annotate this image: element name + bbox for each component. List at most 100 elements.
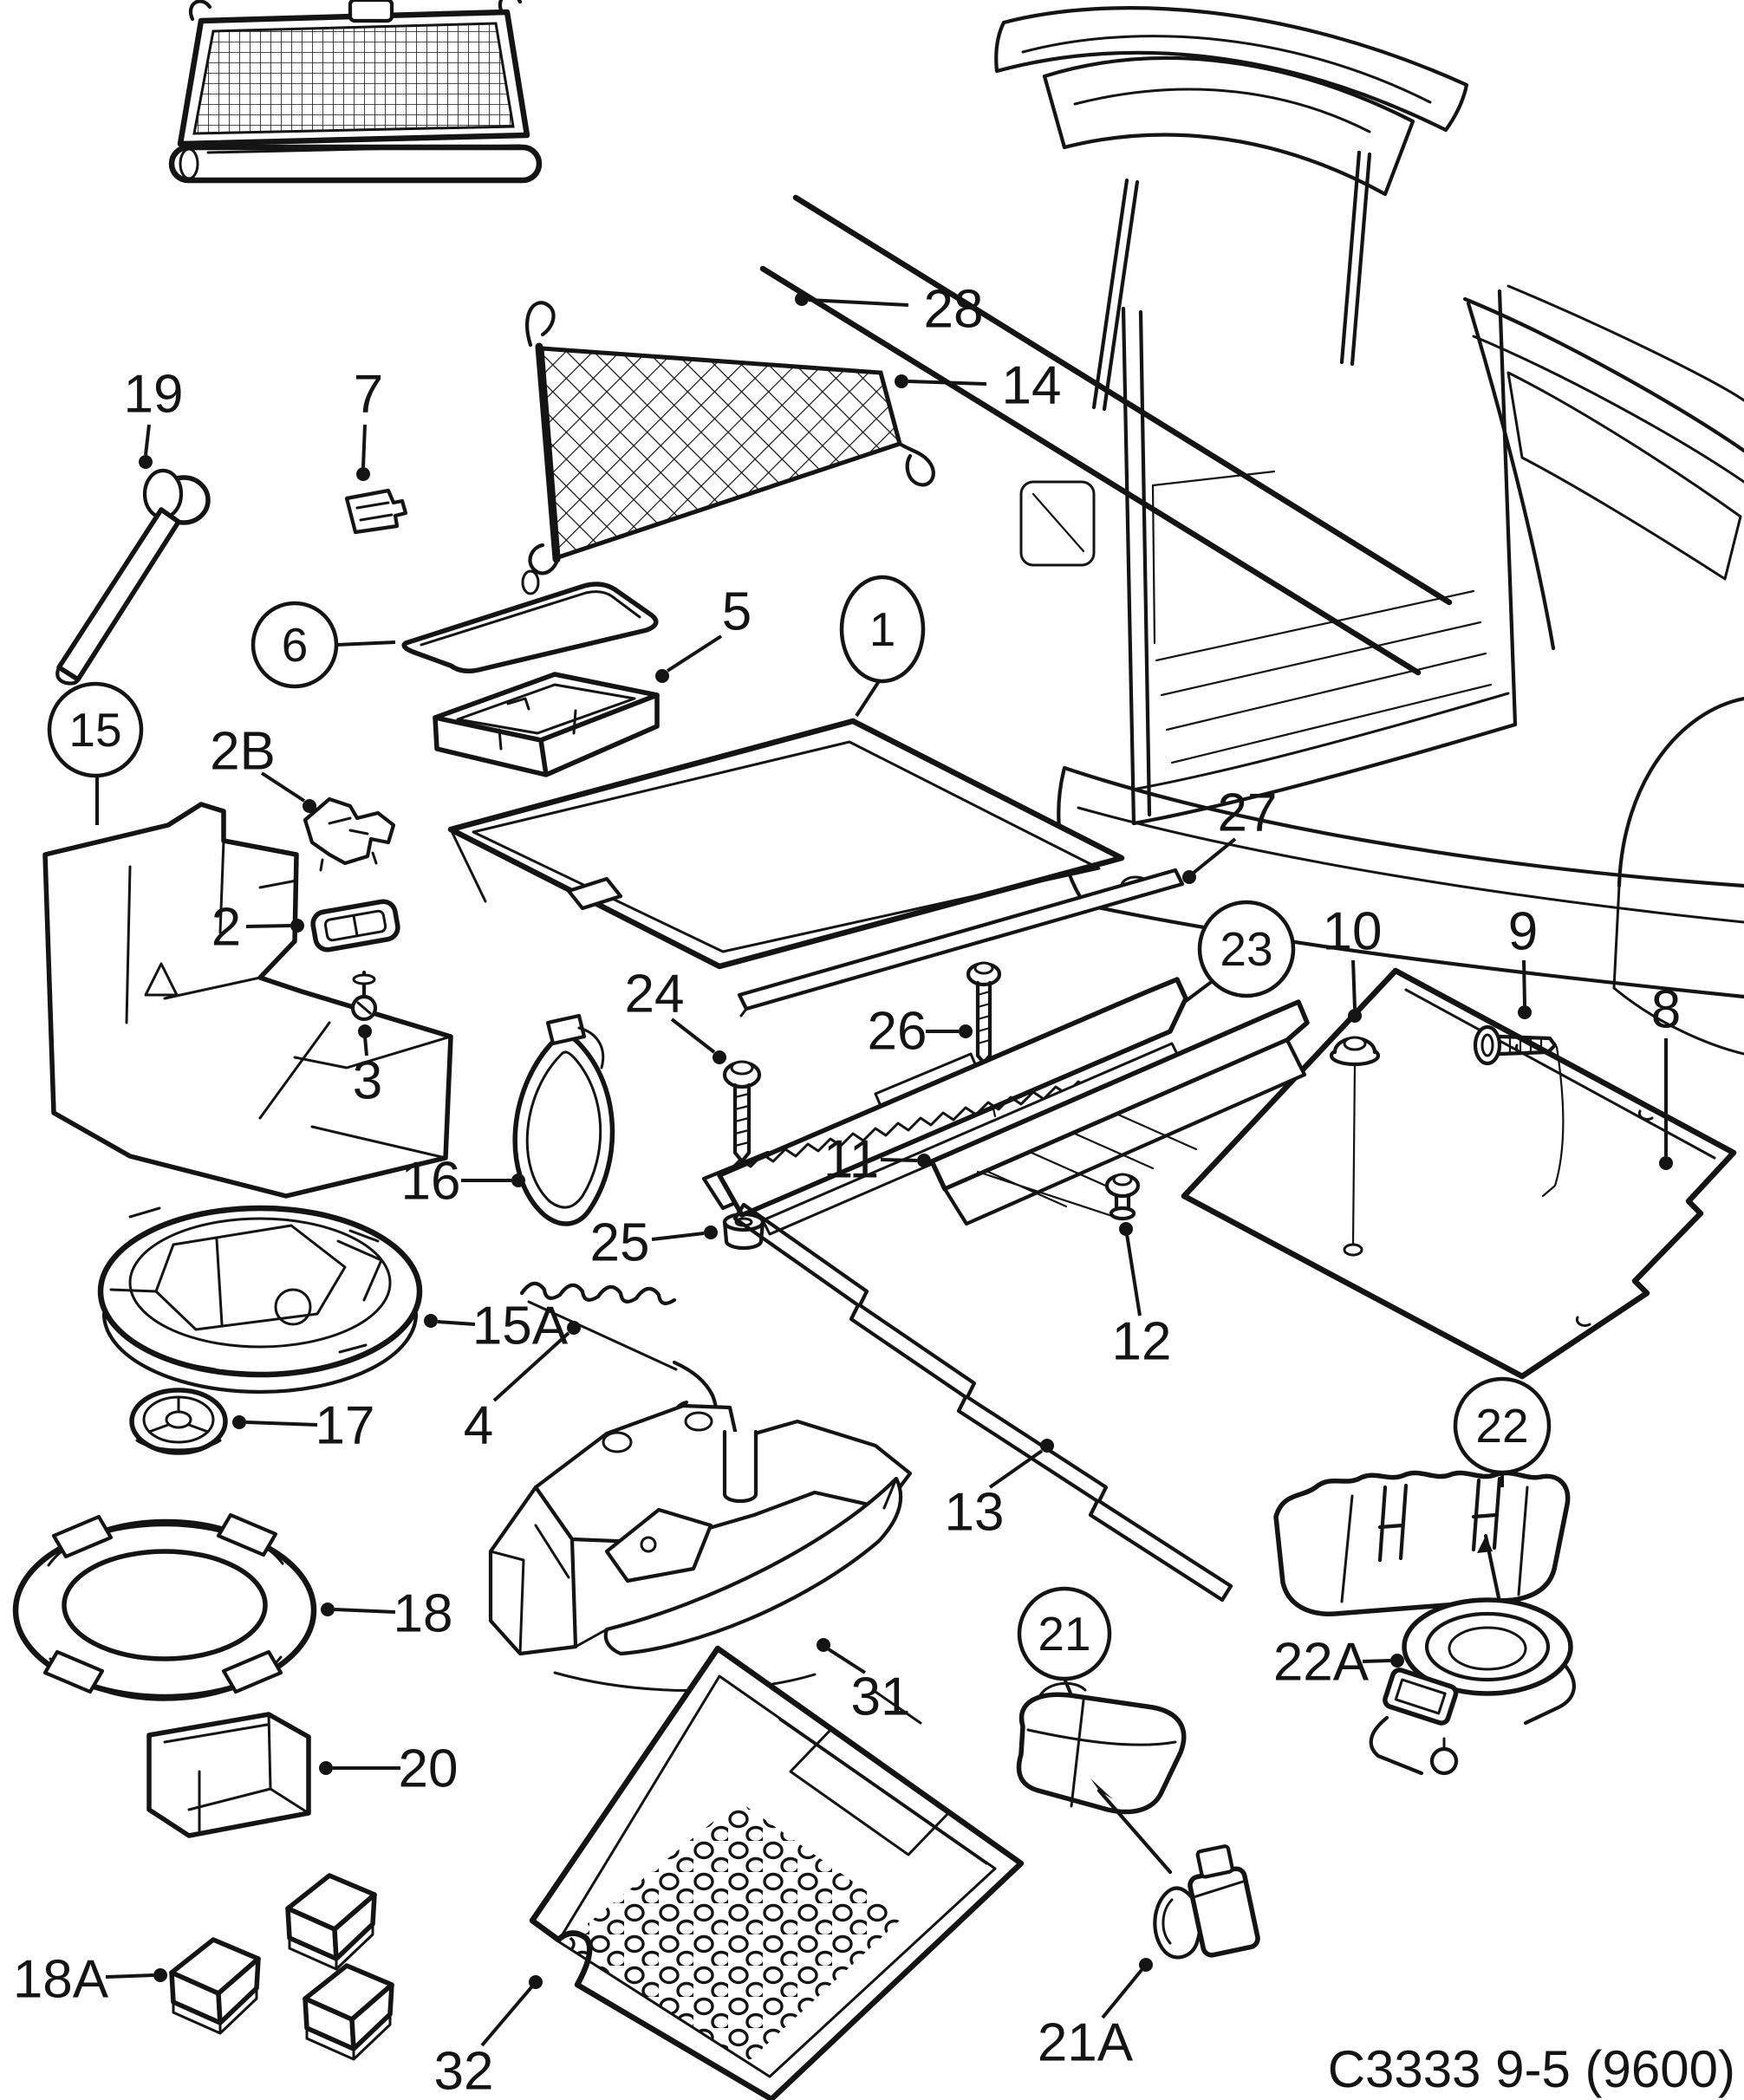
strap-16 [512,1013,615,1226]
callout-19[interactable]: 19 [124,365,184,470]
callout-28[interactable]: 28 [795,280,983,340]
callout-11[interactable]: 11 [823,1130,931,1190]
callout-32[interactable]: 32 [434,1975,543,2100]
callout-number: 11 [823,1130,879,1190]
callout-dot [655,669,669,683]
callout-9[interactable]: 9 [1508,902,1538,1020]
callout-leader [827,1648,867,1674]
callout-10[interactable]: 10 [1323,902,1383,1024]
car-rear-view [994,6,1744,1056]
callout-27[interactable]: 27 [1182,783,1277,885]
net-hook-right [897,441,935,487]
callout-23[interactable]: 23 [1181,900,1296,1005]
callout-7[interactable]: 7 [354,365,383,482]
callout-dot [1659,1156,1673,1170]
callout-18[interactable]: 18 [321,1584,452,1644]
callout-bubble [47,681,144,778]
callout-17[interactable]: 17 [232,1396,374,1456]
callout-leader [1522,959,1526,1006]
callout-number: 32 [434,2042,494,2100]
callout-dot [1139,1958,1153,1972]
callout-dot [321,1603,335,1616]
plug-grommet-10 [1329,1036,1381,1246]
callout-number: 16 [401,1152,461,1212]
callout-leader [363,1036,368,1057]
callout-dot [1518,1005,1532,1019]
callout-number: 22 [1475,1399,1528,1453]
callout-number: 14 [1002,356,1062,416]
grommet-25 [722,1212,765,1251]
callout-dot [1119,1222,1133,1236]
trim-panel-11 [929,999,1310,1226]
callout-bubble [1453,1376,1552,1475]
callout-8[interactable]: 8 [1651,980,1681,1171]
callout-1[interactable]: 1 [839,575,926,718]
foam-insert-15 [42,802,453,1199]
callout-dot [917,1154,931,1167]
callout-6[interactable]: 6 [251,601,396,689]
callout-number: 2 [211,898,241,958]
callout-number: 2B [210,722,276,782]
callout-number: 23 [1220,922,1272,976]
callout-2B[interactable]: 2B [210,722,316,814]
callout-18A[interactable]: 18A [13,1950,167,2010]
callout-leader [666,634,723,673]
callout-15A[interactable]: 15A [424,1297,569,1356]
callout-leader [245,1421,318,1427]
callout-15[interactable]: 15 [47,681,144,825]
callout-24[interactable]: 24 [625,965,726,1065]
callout-number: 20 [399,1739,459,1799]
net-hook-bottom [528,543,561,575]
callout-22[interactable]: 22 [1453,1376,1552,1487]
callout-leader [908,380,987,386]
callout-31[interactable]: 31 [817,1638,910,1727]
clip-12 [1104,1173,1141,1221]
callout-number: 26 [868,1002,927,1062]
jack-31 [488,1403,913,1692]
callout-3[interactable]: 3 [353,1024,382,1111]
foam-blocks-18A [169,1873,394,2061]
callout-number: 9 [1508,902,1538,962]
callout-dot [232,1415,246,1429]
cargo-guard-rails [759,194,1453,676]
callout-leader [880,1158,918,1162]
callout-leader [1181,978,1215,1005]
retainer-ring-18 [12,1512,317,1701]
callout-14[interactable]: 14 [895,356,1061,416]
callout-leader [437,1320,476,1326]
callout-dot [424,1314,438,1328]
screw-3 [350,970,378,1022]
callout-number: 25 [590,1213,650,1273]
callout-dot [303,799,316,813]
callout-number: 24 [625,965,685,1024]
callout-leader [334,1608,396,1614]
callout-leader [361,424,367,468]
bag-21 [1016,1681,1187,1875]
callout-leader [1101,1968,1143,2019]
callout-20[interactable]: 20 [319,1739,458,1799]
storage-box-5 [433,672,660,777]
callout-number: 28 [924,280,984,340]
callout-21[interactable]: 21 [1017,1586,1112,1696]
callout-16[interactable]: 16 [401,1152,525,1212]
callout-4[interactable]: 4 [464,1321,581,1456]
callout-dot [704,1226,718,1239]
callout-26[interactable]: 26 [868,1002,973,1062]
callout-number: 13 [945,1483,1005,1543]
callout-12[interactable]: 12 [1112,1222,1172,1372]
callout-22A[interactable]: 22A [1273,1633,1404,1693]
wedge-20 [146,1712,311,1838]
cargo-net-14 [521,301,935,595]
callout-dot [319,1761,333,1775]
callout-25[interactable]: 25 [590,1213,718,1273]
lug-wrench-19 [55,468,211,686]
callout-21A[interactable]: 21A [1038,1958,1153,2073]
callout-5[interactable]: 5 [655,582,752,684]
rubber-mat-6 [401,582,659,673]
callout-2[interactable]: 2 [211,898,304,958]
ratchet-strap-22A [1369,1597,1576,1776]
callout-13[interactable]: 13 [945,1439,1054,1543]
callout-leader [1125,1233,1142,1317]
